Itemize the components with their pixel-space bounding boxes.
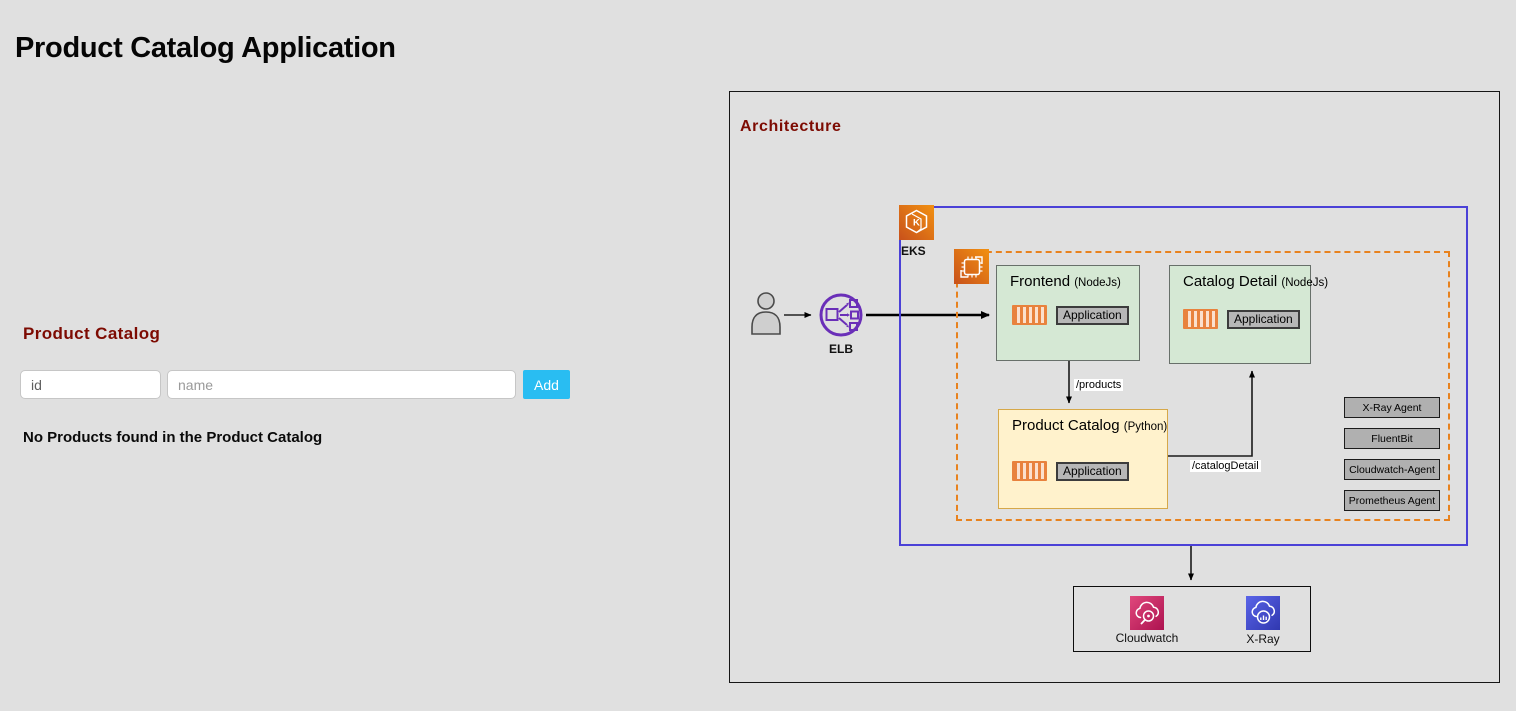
monitoring-box: Cloudwatch X-Ray	[1073, 586, 1311, 652]
user-icon	[751, 292, 781, 335]
frontend-node: Frontend (NodeJs) Application	[996, 265, 1140, 361]
catalog-detail-edge-label: /catalogDetail	[1190, 460, 1261, 472]
product-catalog-title: Product Catalog (Python)	[1012, 417, 1168, 434]
products-edge-label: /products	[1074, 379, 1124, 391]
container-icon	[1012, 305, 1047, 325]
cloudwatch-agent-box: Cloudwatch-Agent	[1344, 459, 1440, 480]
architecture-panel: Architecture ELB	[729, 91, 1500, 683]
architecture-heading: Architecture	[740, 118, 842, 135]
catalog-detail-application-chip: Application	[1227, 309, 1300, 329]
name-input[interactable]	[167, 370, 516, 399]
compute-chip-icon	[954, 249, 989, 284]
product-catalog-node: Product Catalog (Python) Application	[998, 409, 1168, 509]
eks-label: EKS	[901, 244, 926, 258]
node-group-box	[956, 251, 1450, 521]
fluentbit-agent-box: FluentBit	[1344, 428, 1440, 449]
page-title: Product Catalog Application	[15, 32, 396, 64]
elb-label: ELB	[829, 342, 853, 356]
frontend-title: Frontend (NodeJs)	[1010, 273, 1121, 290]
product-catalog-application-chip: Application	[1056, 461, 1129, 481]
cloudwatch-label: Cloudwatch	[1115, 631, 1179, 645]
svg-text:K: K	[913, 218, 920, 229]
frontend-application-chip: Application	[1056, 305, 1129, 325]
container-icon	[1012, 461, 1047, 481]
cloudwatch-icon	[1130, 596, 1164, 630]
add-button[interactable]: Add	[523, 370, 570, 399]
add-product-form: Add	[20, 370, 570, 399]
product-catalog-runtime: (Python)	[1123, 421, 1168, 433]
xray-icon	[1246, 596, 1280, 630]
prometheus-agent-box: Prometheus Agent	[1344, 490, 1440, 511]
elb-icon	[819, 293, 863, 337]
eks-cluster-box	[899, 206, 1468, 546]
xray-agent-box: X-Ray Agent	[1344, 397, 1440, 418]
catalog-detail-title: Catalog Detail (NodeJs)	[1183, 273, 1329, 290]
empty-catalog-message: No Products found in the Product Catalog	[23, 429, 323, 446]
eks-icon: K	[899, 205, 934, 240]
product-catalog-heading: Product Catalog	[23, 324, 161, 343]
id-input[interactable]	[20, 370, 161, 399]
frontend-runtime: (NodeJs)	[1074, 277, 1121, 289]
container-icon	[1183, 309, 1218, 329]
catalog-detail-runtime: (NodeJs)	[1281, 277, 1329, 289]
xray-label: X-Ray	[1246, 632, 1280, 646]
catalog-detail-node: Catalog Detail (NodeJs) Application	[1169, 265, 1328, 364]
